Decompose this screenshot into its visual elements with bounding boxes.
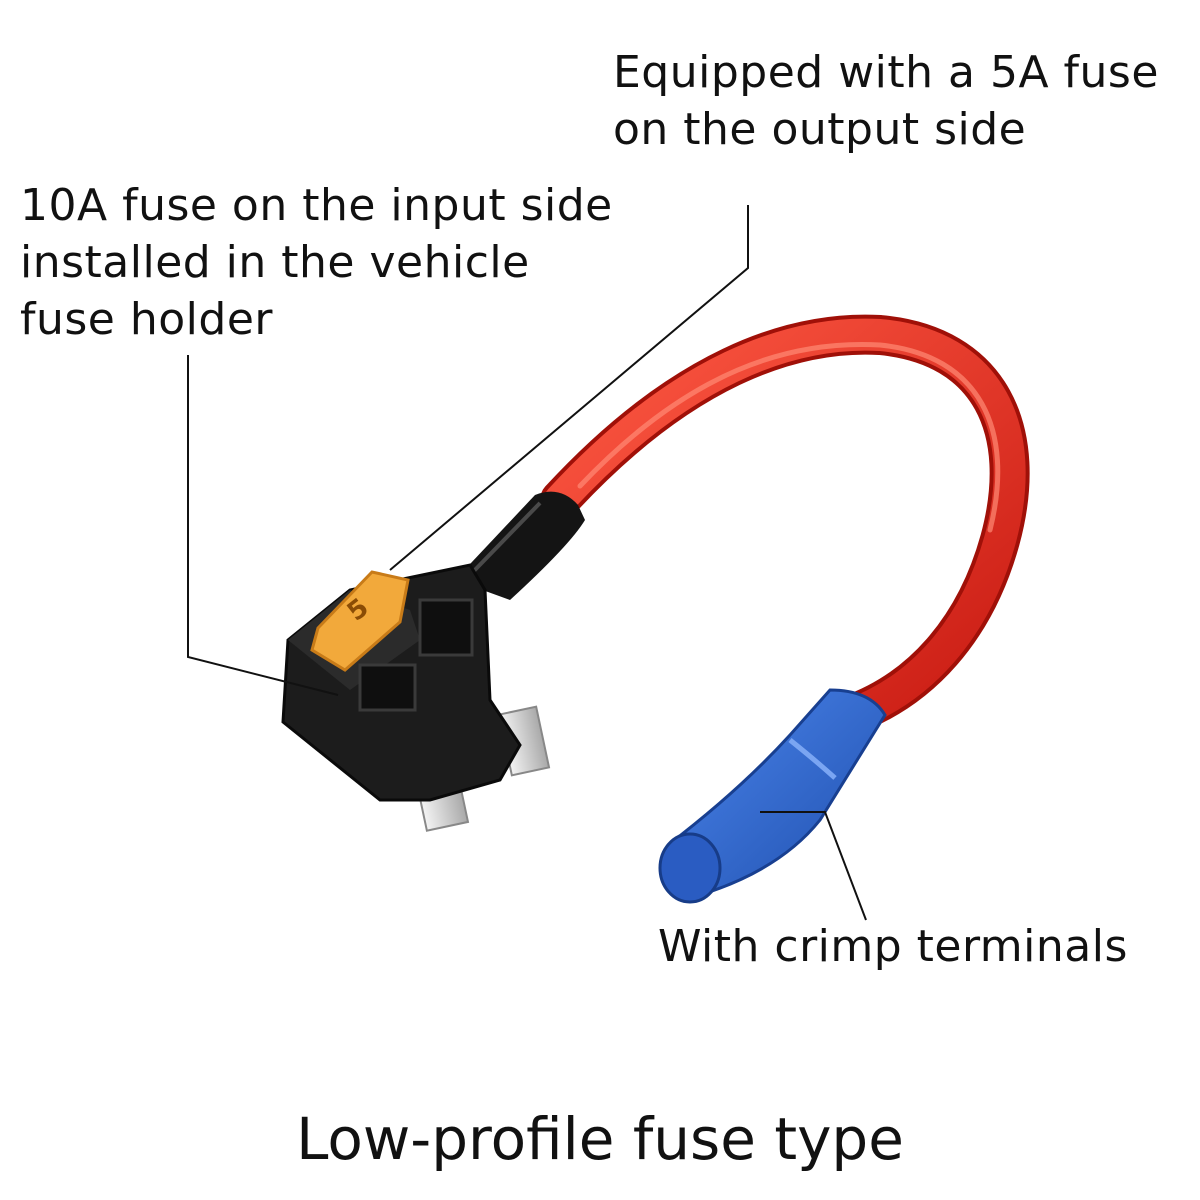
output-fuse-label-line-1: Equipped with a 5A fuse — [613, 47, 1159, 98]
leader-line-input — [187, 355, 339, 696]
leader-line-crimp — [760, 811, 867, 921]
output-fuse-label-line-2: on the output side — [613, 104, 1027, 155]
input-fuse-label-line-2: installed in the vehicle — [20, 237, 530, 288]
crimp-terminal-label: With crimp terminals — [658, 921, 1128, 972]
output-fuse-label: Equipped with a 5A fuse on the output si… — [613, 44, 1159, 158]
input-fuse-label: 10A fuse on the input side installed in … — [20, 177, 613, 348]
crimp-terminal-end — [658, 832, 722, 904]
orange-fuse — [310, 570, 410, 672]
caption: Low-profile fuse type — [296, 1105, 904, 1173]
fuse-socket — [358, 663, 417, 712]
fuse-socket-secondary — [418, 598, 474, 657]
heat-shrink-highlight — [468, 501, 542, 577]
red-wire-highlight — [577, 342, 1001, 533]
input-fuse-label-line-3: fuse holder — [20, 294, 273, 345]
heat-shrink-sleeve — [455, 491, 585, 600]
input-fuse-label-line-1: 10A fuse on the input side — [20, 180, 613, 231]
red-wire-body — [544, 318, 1026, 731]
leader-line-output — [389, 205, 749, 571]
crimp-terminal-ridge — [788, 738, 837, 780]
